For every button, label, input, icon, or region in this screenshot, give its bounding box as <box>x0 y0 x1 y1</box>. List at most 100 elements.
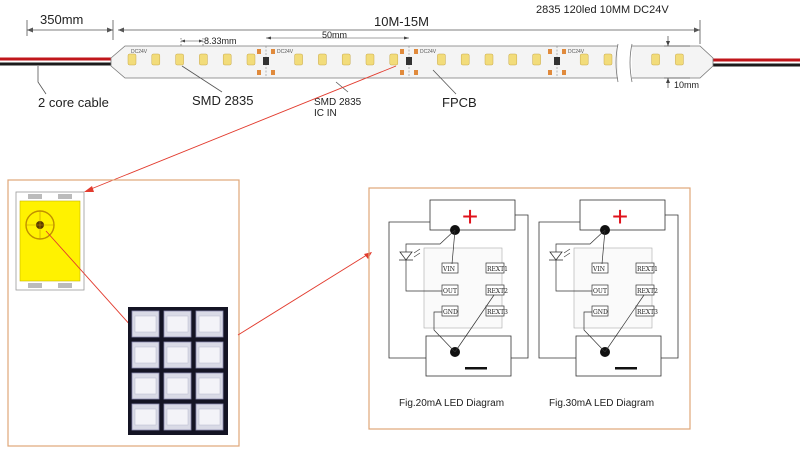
wire <box>601 229 606 265</box>
wire <box>405 229 456 252</box>
led-chip <box>508 53 518 66</box>
photo-chip-die <box>166 408 189 426</box>
solder-pad <box>548 70 552 75</box>
led-chip <box>651 53 660 66</box>
photo-chip-die <box>134 315 157 333</box>
led-chip <box>675 53 684 66</box>
ic-pin-label: REXT2 <box>487 288 508 295</box>
ic-pin-label: REXT3 <box>637 309 658 316</box>
voltage-silk: DC24V <box>420 49 437 55</box>
strip-length-label: 10M-15M <box>374 14 429 29</box>
ic-pin-right <box>635 284 655 296</box>
ic-pin-label: VIN <box>592 266 605 273</box>
led-ray <box>563 248 571 254</box>
photo-chip-die <box>166 346 189 364</box>
positive-terminal <box>429 199 516 231</box>
led-chip <box>175 53 184 66</box>
ic-pin-label: REXT2 <box>637 288 658 295</box>
photo-chip-die <box>198 408 221 426</box>
diagram-20ma-caption: Fig.20mA LED Diagram <box>399 398 504 409</box>
ic-pin-left <box>591 305 609 317</box>
wire <box>538 221 580 359</box>
dimension-cut-segment: 50mm <box>266 30 409 40</box>
led-chip <box>318 53 327 66</box>
ic-pin-right <box>635 305 655 317</box>
ic-pin-label: OUT <box>443 288 457 295</box>
led-chip <box>460 53 470 66</box>
smd-ic-callout: SMD 2835 IC IN <box>314 81 362 119</box>
diagram-30ma-caption: Fig.30mA LED Diagram <box>549 398 654 409</box>
ic-pin-label: REXT1 <box>637 266 658 273</box>
negative-terminal <box>425 335 512 377</box>
ic-pin-left <box>591 262 609 274</box>
solder-pad <box>414 49 418 54</box>
cable-callout: 2 core cable <box>37 66 109 110</box>
dimension-strip-length: 10M-15M <box>118 14 701 44</box>
led-chip <box>484 53 494 66</box>
dimension-lead-length: 350mm <box>26 12 114 40</box>
plus-sign: + <box>462 201 478 232</box>
solder-pad <box>548 49 552 54</box>
wire <box>454 294 495 353</box>
wire <box>451 229 456 265</box>
pitch-small-label: 8.33mm <box>204 36 237 46</box>
ic-pin-label: VIN <box>442 266 455 273</box>
dimension-led-pitch: 8.33mm <box>180 36 237 52</box>
voltage-silk: DC24V <box>131 49 148 55</box>
ic-pin-left <box>591 284 609 296</box>
led-chip <box>127 53 137 66</box>
smd-callout: SMD 2835 <box>181 65 253 108</box>
photo-chip-die <box>134 346 157 364</box>
dimension-strip-width: 10mm <box>664 36 699 90</box>
photo-chip-die <box>166 315 189 333</box>
solder-pad <box>562 49 566 54</box>
photo-chip-die <box>198 315 221 333</box>
solder-pad <box>400 49 404 54</box>
ic-pin-left <box>441 262 459 274</box>
led-ray <box>563 252 571 258</box>
zoom-box <box>7 179 240 447</box>
ic-pin-left <box>441 305 459 317</box>
right-cable <box>704 58 800 67</box>
diagram-callout-arrow <box>237 252 372 336</box>
minus-sign <box>465 367 487 370</box>
ic-pin-right <box>485 305 505 317</box>
led-chip <box>603 53 613 66</box>
led-ray <box>413 252 421 258</box>
smd-chip-closeup <box>15 191 85 291</box>
wire <box>583 311 606 353</box>
ic-photo <box>128 307 228 435</box>
ic-chip <box>554 57 560 65</box>
ic-pin-left <box>441 284 459 296</box>
smd-ic-label-line2: IC IN <box>314 108 337 119</box>
ic-pin-label: REXT1 <box>487 266 508 273</box>
wire <box>661 214 679 359</box>
led-chip <box>151 53 161 66</box>
voltage-silk: DC24V <box>568 49 585 55</box>
width-label: 10mm <box>674 80 699 90</box>
wire <box>555 260 592 292</box>
pitch-segment-label: 50mm <box>322 30 347 40</box>
led-symbol <box>399 251 413 261</box>
strip-spec-label: 2835 120led 10MM DC24V <box>536 4 669 16</box>
led-chip <box>532 53 541 66</box>
led-row <box>127 53 684 66</box>
wire <box>555 229 606 252</box>
wire <box>405 260 442 292</box>
ic-pin-label: REXT3 <box>487 309 508 316</box>
led-chip <box>341 53 351 66</box>
led-chip <box>437 53 446 66</box>
lead-length-label: 350mm <box>40 12 83 27</box>
ic-pin-label: GND <box>443 309 458 316</box>
led-ray <box>413 248 421 254</box>
led-chip <box>199 53 208 66</box>
solder-pad <box>271 70 275 75</box>
photo-chip-die <box>134 377 157 395</box>
solder-pad <box>562 70 566 75</box>
negative-terminal <box>575 335 662 377</box>
photo-chip-die <box>198 377 221 395</box>
